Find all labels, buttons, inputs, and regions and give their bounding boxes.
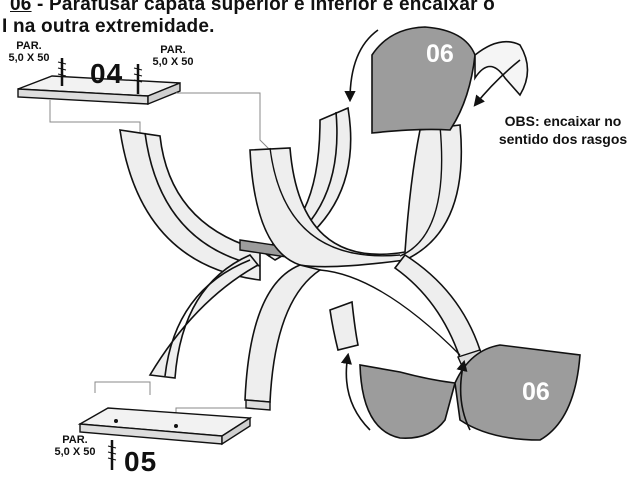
panel-06-bottom	[359, 344, 581, 441]
arrow-curve-bottom-left	[340, 352, 371, 431]
screw-top-right	[133, 64, 143, 94]
part-number-04: 04	[90, 58, 124, 89]
obs-note-line1: OBS: encaixar no	[504, 113, 622, 129]
part-number-06-bottom: 06	[522, 378, 550, 406]
front-arch	[244, 124, 485, 411]
rear-arch-left	[119, 106, 352, 281]
step-header-text1: - Parafusar capata superior e inferior e…	[37, 0, 495, 15]
step-header-line2: I na outra extremidade.	[2, 16, 215, 37]
arrow-curve-top-right	[473, 59, 521, 107]
rear-arch-lower	[148, 254, 359, 379]
par-label-top-left-2: 5,0 X 50	[8, 52, 50, 64]
step-header-line1: 06 - Parafusar capata superior e inferio…	[10, 0, 495, 16]
obs-note-line2: sentido dos rasgos	[498, 131, 628, 147]
board-05	[77, 407, 253, 446]
arrow-curve-bottom-right	[456, 359, 471, 431]
screw-top-left	[57, 58, 67, 86]
obs-note: OBS: encaixar no sentido dos rasgos	[488, 112, 638, 148]
par-label-top-left: PAR. 5,0 X 50	[2, 40, 56, 64]
par-label-bottom-2: 5,0 X 50	[54, 446, 96, 458]
arrow-curve-top-left	[344, 29, 379, 103]
par-label-top-right-1: PAR.	[160, 44, 186, 56]
part-number-05: 05	[124, 446, 158, 477]
panel-06-top	[371, 26, 529, 134]
par-label-top-right-2: 5,0 X 50	[152, 56, 194, 68]
part-number-06-top: 06	[426, 40, 454, 68]
step-number: 06	[10, 0, 32, 15]
par-label-bottom-1: PAR.	[62, 434, 88, 446]
screw-bottom	[107, 440, 117, 470]
par-label-top-right: PAR. 5,0 X 50	[146, 44, 200, 68]
par-label-bottom: PAR. 5,0 X 50	[48, 434, 102, 458]
par-label-top-left-1: PAR.	[16, 40, 42, 52]
